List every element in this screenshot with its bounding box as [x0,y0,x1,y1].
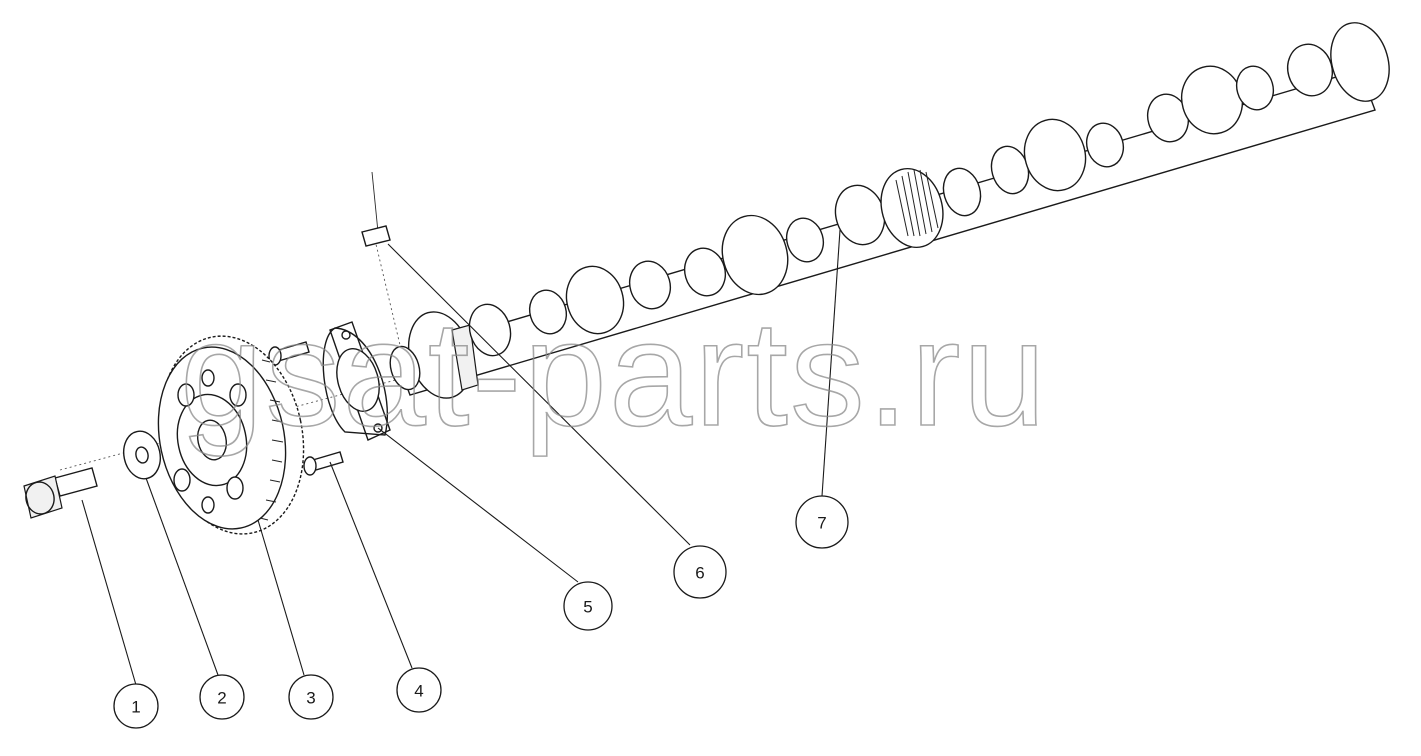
callout-2: 2 [199,674,245,720]
leader-1 [81,499,137,686]
callout-label: 5 [583,598,592,617]
callout-label: 2 [217,689,226,708]
callout-7: 7 [795,495,849,549]
timing-gear [157,335,305,535]
gear-bolt [23,467,98,519]
callout-4: 4 [396,667,442,713]
watermark: gsat-parts.ru [180,289,1048,457]
helical-gear-teeth [895,169,939,237]
camshaft [389,22,1390,399]
callout-label: 3 [306,689,315,708]
gear-teeth [259,359,284,521]
leader-2 [145,477,219,676]
callout-label: 4 [414,682,423,701]
leader-5 [377,427,579,583]
callout-3: 3 [288,674,334,720]
plate-bolt [303,451,344,476]
callout-5: 5 [563,581,613,631]
callout-label: 6 [695,564,704,583]
thrust-plate [322,321,391,441]
callout-1: 1 [113,683,159,729]
leader-6 [387,243,691,546]
leader-4 [329,461,413,669]
leader-3 [257,519,305,676]
dowel-guide-line [371,171,379,233]
callout-label: 7 [817,514,826,533]
plate-bolt-upper [268,341,310,366]
leader-7 [821,229,841,497]
dowel-pin [361,225,391,247]
callout-6: 6 [673,545,727,599]
washer [122,430,162,480]
leader-lines [81,229,841,686]
callout-label: 1 [131,698,140,717]
